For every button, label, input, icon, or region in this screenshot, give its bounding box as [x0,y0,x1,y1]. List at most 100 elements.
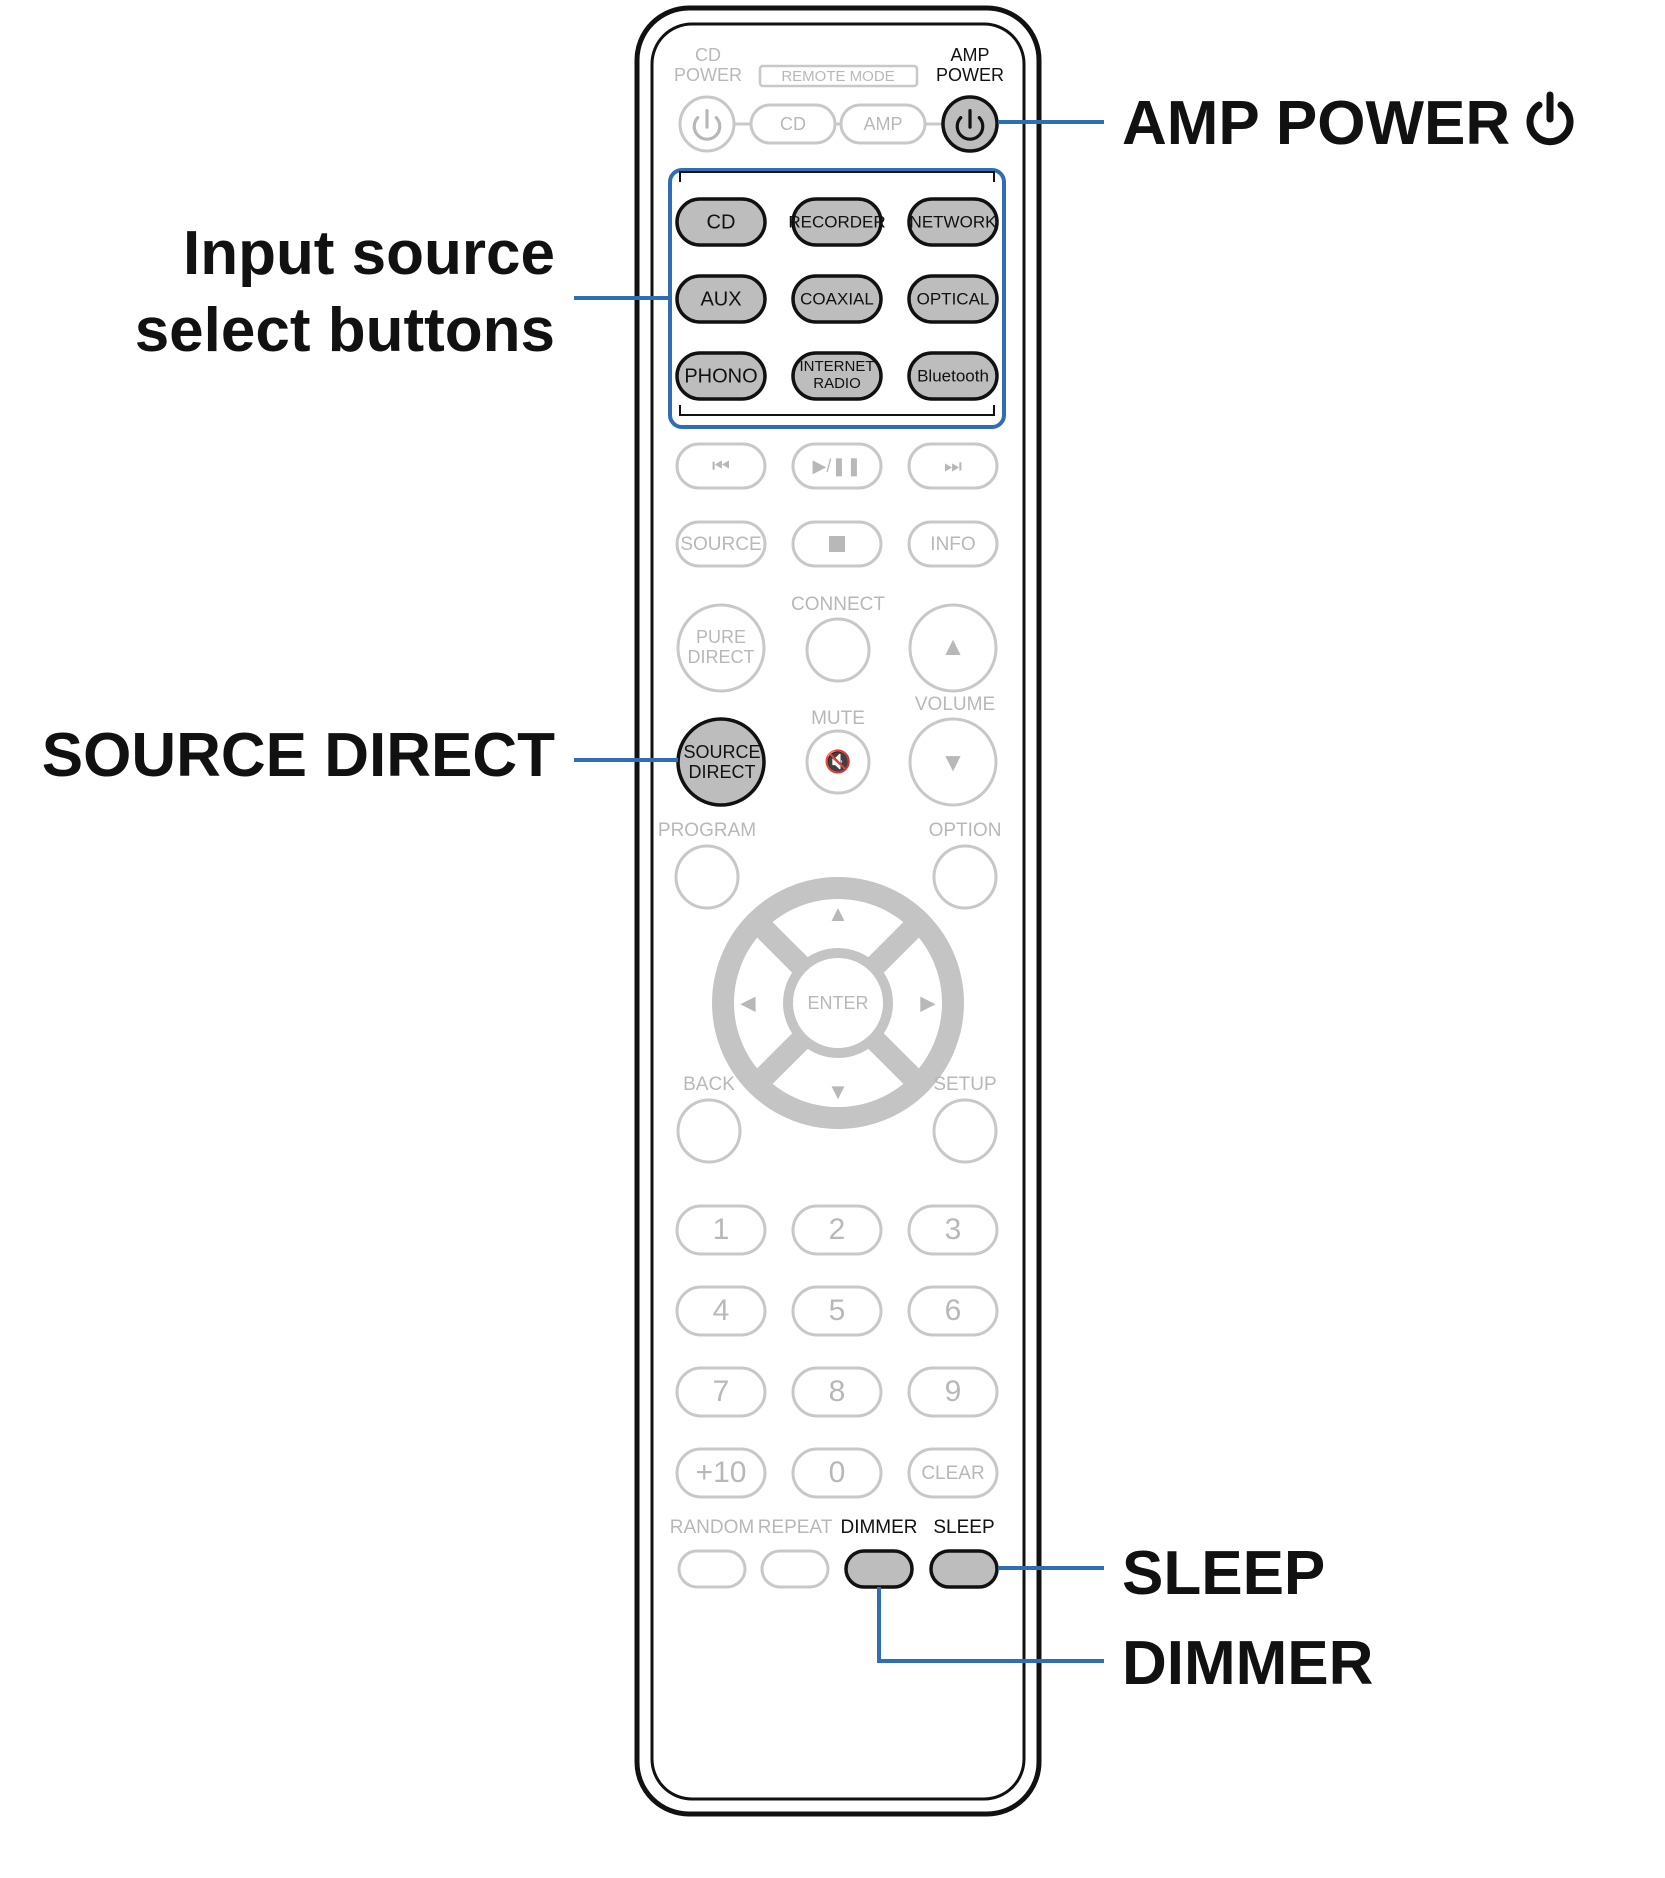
key-1-label: 1 [713,1213,730,1246]
key-6-button[interactable] [907,1285,999,1337]
volume-down-icon: ▼ [940,747,966,777]
remote-mode-label: REMOTE MODE [781,68,894,85]
key-8-button[interactable] [791,1366,883,1418]
mode-cd-button[interactable] [749,103,837,145]
key-7-label: 7 [713,1375,730,1408]
input-group-bracket-bottom [679,405,995,416]
volume-down-button[interactable] [908,717,998,807]
input-cd-label: CD [707,211,736,233]
dpad-up-icon: ▲ [827,901,849,926]
input-group-bracket-top [679,171,995,182]
program-label: PROGRAM [658,820,756,841]
mode-amp-label: AMP [863,114,902,134]
dimmer-leader [877,1587,1104,1663]
input-network-label: NETWORK [910,212,998,231]
key-plus10-button[interactable] [675,1447,767,1499]
key-plus10-label: +10 [696,1456,747,1489]
repeat-label: REPEAT [758,1517,833,1538]
key-5-button[interactable] [791,1285,883,1337]
sleep-callout: SLEEP [1122,1539,1326,1608]
key-clear-label: CLEAR [921,1463,984,1484]
amp-power-label: AMP [950,45,989,65]
play-pause-button[interactable] [791,442,883,490]
key-9-label: 9 [945,1375,962,1408]
previous-icon: ⏮ [712,455,730,477]
cd-power-icon [692,108,722,141]
mode-amp-button[interactable] [839,103,927,145]
pure-direct-button[interactable] [676,603,766,693]
info-label: INFO [930,534,975,555]
amp-power-icon [955,108,985,141]
source-direct-label: DIRECT [689,762,756,782]
source-direct-label: SOURCE [683,742,760,762]
key-0-button[interactable] [791,1447,883,1499]
input-aux-label: AUX [700,288,741,310]
key-7-button[interactable] [675,1366,767,1418]
volume-up-button[interactable] [908,603,998,693]
input-optical-label: OPTICAL [917,289,990,308]
dimmer-button[interactable] [844,1549,914,1589]
dpad-left-icon: ◀ [740,992,756,1014]
mute-label: MUTE [811,708,865,729]
key-clear-button[interactable] [907,1447,999,1499]
repeat-button[interactable] [760,1549,830,1589]
info-button[interactable] [907,520,999,568]
input-internet-radio-button[interactable] [791,351,883,401]
input-recorder-label: RECORDER [788,212,885,231]
key-2-button[interactable] [791,1204,883,1256]
enter-button[interactable] [783,948,893,1058]
input-network-button[interactable] [907,197,999,247]
mute-button[interactable] [805,729,871,795]
input-phono-button[interactable] [675,351,767,401]
input-bluetooth-label: Bluetooth [917,366,989,385]
source-button[interactable] [675,520,767,568]
random-button[interactable] [677,1549,747,1589]
key-8-label: 8 [829,1375,846,1408]
key-2-label: 2 [829,1213,846,1246]
dimmer-callout: DIMMER [1122,1629,1374,1698]
back-button[interactable] [676,1098,742,1164]
input-source-callout: Input source select buttons [40,215,555,369]
key-3-button[interactable] [907,1204,999,1256]
input-recorder-button[interactable] [791,197,883,247]
sleep-button[interactable] [929,1549,999,1589]
dpad-down-icon: ▼ [827,1079,849,1104]
next-button[interactable] [907,442,999,490]
option-label: OPTION [929,820,1002,841]
key-6-label: 6 [945,1294,962,1327]
option-button[interactable] [932,844,998,910]
input-bluetooth-button[interactable] [907,351,999,401]
source-direct-callout: SOURCE DIRECT [41,721,555,790]
source-label: SOURCE [680,534,761,555]
previous-button[interactable] [675,442,767,490]
cd-power-label: CD [695,45,721,65]
volume-label: VOLUME [915,694,995,715]
input-aux-button[interactable] [675,274,767,324]
setup-label: SETUP [933,1074,996,1095]
key-3-label: 3 [945,1213,962,1246]
key-4-button[interactable] [675,1285,767,1337]
connect-button[interactable] [805,617,871,683]
mode-cd-label: CD [780,114,806,134]
amp-power-label: POWER [936,65,1004,85]
mute-icon: 🔇 [824,749,851,774]
input-optical-button[interactable] [907,274,999,324]
next-icon: ⏭ [944,455,962,477]
input-cd-button[interactable] [675,197,767,247]
volume-up-icon: ▲ [940,631,966,661]
amp-power-callout-text: AMP POWER [1122,89,1511,158]
key-1-button[interactable] [675,1204,767,1256]
input-internet-radio-label: INTERNET [800,358,875,375]
random-label: RANDOM [670,1517,754,1538]
back-label: BACK [683,1074,735,1095]
key-0-label: 0 [829,1456,846,1489]
key-9-button[interactable] [907,1366,999,1418]
connect-label: CONNECT [791,594,885,615]
input-coaxial-button[interactable] [791,274,883,324]
program-button[interactable] [674,844,740,910]
input-source-callout-line1: Input source [182,219,555,288]
pure-direct-label: DIRECT [688,647,755,667]
dpad-right-icon: ▶ [920,992,936,1014]
setup-button[interactable] [932,1098,998,1164]
